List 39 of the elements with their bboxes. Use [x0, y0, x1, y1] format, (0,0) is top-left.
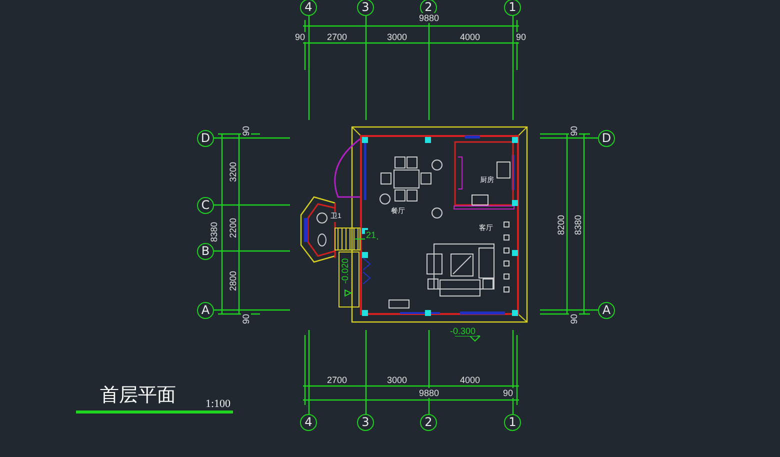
dimension-text: 3200 — [228, 160, 238, 184]
axis-bubble: 2 — [420, 414, 437, 431]
scale-label: 1:100 — [204, 399, 232, 409]
axis-bubble: 4 — [300, 0, 317, 16]
dimension-text: 90 — [241, 125, 251, 137]
dimension-text: 4000 — [459, 375, 482, 385]
dimension-text: 2700 — [326, 375, 348, 385]
dimension-text: 3000 — [386, 375, 408, 385]
dimension-text: 8380 — [209, 220, 220, 244]
stair-step-count: 21 — [365, 230, 378, 240]
dimension-text: 3000 — [386, 32, 408, 42]
dimension-text: 2800 — [228, 270, 238, 292]
dimension-text: 90 — [569, 313, 579, 325]
axis-bubble: 3 — [357, 414, 374, 431]
drawing-title: 首层平面 — [100, 383, 176, 408]
dimension-text: 90 — [241, 313, 251, 325]
axis-bubble: A — [598, 302, 615, 319]
dimension-text: 8380 — [573, 214, 584, 236]
axis-bubble: 3 — [357, 0, 374, 16]
dimension-text: 2200 — [228, 216, 238, 240]
dimension-text: 9880 — [418, 388, 440, 398]
dimension-text: 90 — [515, 32, 528, 42]
dimension-text: 90 — [294, 32, 306, 42]
axis-bubble: 1 — [504, 0, 521, 16]
dimension-text: 4000 — [459, 32, 482, 42]
axis-bubble: D — [197, 130, 214, 147]
dimension-text: 2700 — [326, 32, 348, 42]
dimension-text: 90 — [502, 388, 514, 398]
dimension-text: 90 — [569, 125, 579, 137]
level-mark: -0.020 — [340, 257, 350, 285]
axis-bubble: D — [598, 130, 615, 147]
axis-bubble: 1 — [504, 414, 521, 431]
dimension-text: 8200 — [556, 214, 566, 236]
axis-bubble: C — [197, 197, 214, 214]
dimension-text: 9880 — [418, 13, 440, 23]
level-mark: -0.300 — [449, 326, 477, 336]
axis-bubble: B — [197, 243, 214, 260]
axis-bubble: 4 — [300, 414, 317, 431]
axis-bubble: A — [197, 302, 214, 319]
